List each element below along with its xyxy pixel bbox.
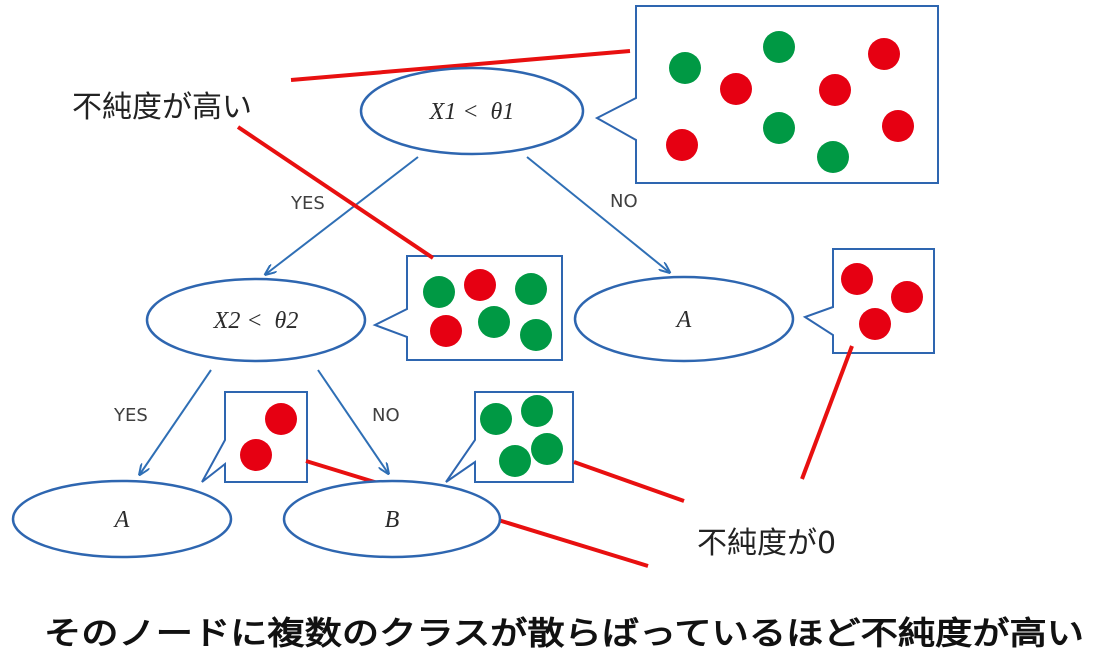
sample-red [240, 439, 272, 471]
left-right-samples [480, 395, 563, 477]
node-right [573, 275, 795, 363]
node-left-right-label: B [385, 507, 400, 533]
pointer-line-root [290, 49, 631, 82]
sample-green [521, 395, 553, 427]
node-left-left [11, 479, 233, 559]
annotation-high-impurity: 不純度が高い [72, 90, 252, 125]
sample-red [859, 308, 891, 340]
left-left-samples [240, 403, 297, 471]
sample-red [891, 281, 923, 313]
edge-label-root-no: NO [610, 191, 638, 212]
sample-green [763, 31, 795, 63]
left-samples [423, 269, 552, 351]
sample-green [531, 433, 563, 465]
sample-green [520, 319, 552, 351]
tree-nodes [11, 66, 795, 559]
summary-caption: そのノードに複数のクラスが散らばっているほど不純度が高い [44, 614, 1084, 652]
sample-green [499, 445, 531, 477]
sample-green [478, 306, 510, 338]
sample-red [265, 403, 297, 435]
sample-red [720, 73, 752, 105]
sample-green [763, 112, 795, 144]
node-left-left-label: A [113, 507, 130, 533]
sample-red [841, 263, 873, 295]
node-left-right [282, 479, 502, 559]
annotation-zero-impurity: 不純度が0 [697, 526, 836, 561]
sample-red [882, 110, 914, 142]
sample-green [480, 403, 512, 435]
node-root [359, 66, 585, 156]
edge-label-left-yes: YES [113, 405, 148, 426]
edge-left-yes [140, 369, 212, 474]
edge-label-left-no: NO [372, 405, 400, 426]
node-left [145, 277, 367, 363]
callout-left [372, 255, 563, 361]
sample-green [515, 273, 547, 305]
pointer-line-left [236, 125, 435, 260]
sample-red [819, 74, 851, 106]
sample-red [464, 269, 496, 301]
sample-green [817, 141, 849, 173]
pointer-line-right [800, 345, 854, 480]
edge-root-yes [266, 156, 419, 274]
node-left-label: X2 < θ2 [213, 308, 299, 334]
node-right-label: A [675, 307, 692, 333]
callout-right [802, 248, 935, 354]
sample-green [423, 276, 455, 308]
edge-root-no [526, 156, 669, 272]
node-root-label: X1 < θ1 [429, 99, 515, 125]
right-samples [841, 263, 923, 340]
sample-red [430, 315, 462, 347]
sample-green [669, 52, 701, 84]
sample-red [868, 38, 900, 70]
callout-root [594, 5, 939, 184]
pointer-line-left-right [573, 460, 685, 503]
root-samples [666, 31, 914, 173]
edge-label-root-yes: YES [290, 193, 325, 214]
tree-edges [140, 156, 669, 474]
sample-red [666, 129, 698, 161]
edge-left-no [317, 369, 388, 473]
